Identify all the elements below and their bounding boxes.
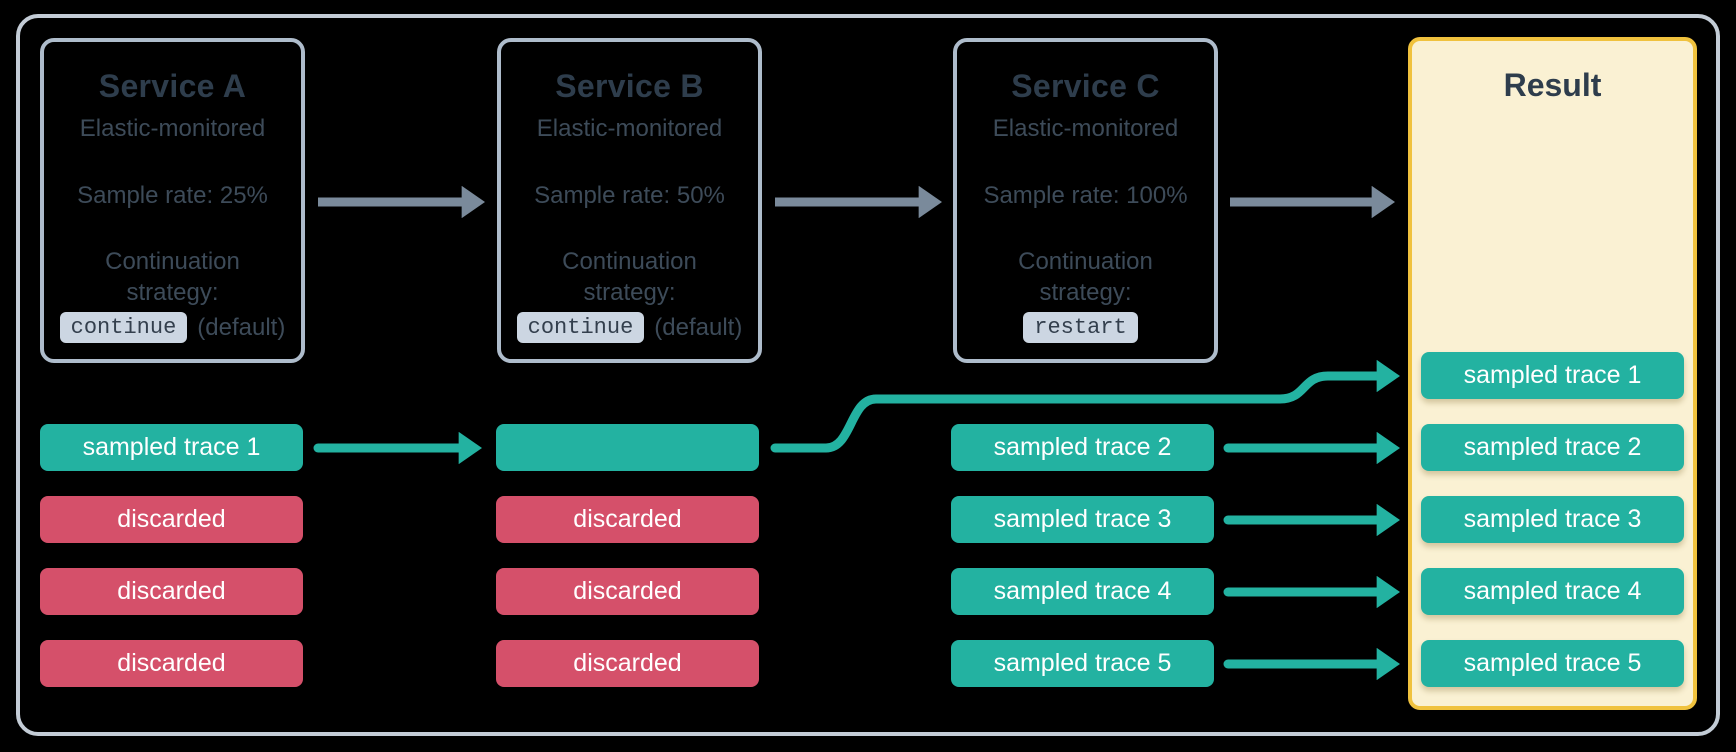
service-c-monitoring: Elastic-monitored bbox=[992, 115, 1179, 142]
service-b-strategy-suffix: (default) bbox=[654, 313, 743, 341]
service-b-trace-pill-1 bbox=[496, 424, 759, 471]
service-b-sample-rate: Sample rate: 50% bbox=[534, 182, 725, 209]
service-a-strategy-row: continue (default) bbox=[44, 312, 301, 343]
service-c-title: Service C bbox=[1011, 68, 1160, 104]
service-b-title: Service B bbox=[555, 68, 704, 104]
result-trace-pill-3: sampled trace 3 bbox=[1421, 496, 1684, 543]
result-box: Result sampled trace 1 sampled trace 2 s… bbox=[1408, 37, 1697, 710]
service-a-trace-pill-4: discarded bbox=[40, 640, 303, 687]
service-b-strategy-row: continue (default) bbox=[501, 312, 758, 343]
service-b-box: Service B Elastic-monitored Sample rate:… bbox=[497, 38, 762, 363]
service-a-monitoring: Elastic-monitored bbox=[79, 115, 266, 142]
service-a-strategy-suffix: (default) bbox=[197, 313, 286, 341]
service-a-strategy-code-badge: continue bbox=[59, 312, 188, 343]
service-a-box: Service A Elastic-monitored Sample rate:… bbox=[40, 38, 305, 363]
service-c-box: Service C Elastic-monitored Sample rate:… bbox=[953, 38, 1218, 363]
result-trace-pill-4: sampled trace 4 bbox=[1421, 568, 1684, 615]
service-c-trace-pill-1: sampled trace 2 bbox=[951, 424, 1214, 471]
service-a-sample-rate: Sample rate: 25% bbox=[77, 182, 268, 209]
service-b-trace-pill-3: discarded bbox=[496, 568, 759, 615]
service-c-trace-pill-4: sampled trace 5 bbox=[951, 640, 1214, 687]
service-c-sample-rate: Sample rate: 100% bbox=[983, 182, 1188, 209]
result-title: Result bbox=[1503, 67, 1602, 103]
service-c-strategy-code-badge: restart bbox=[1023, 312, 1138, 343]
service-a-trace-pill-3: discarded bbox=[40, 568, 303, 615]
diagram-outer-frame bbox=[16, 14, 1720, 736]
result-trace-pill-1: sampled trace 1 bbox=[1421, 352, 1684, 399]
result-trace-pill-5: sampled trace 5 bbox=[1421, 640, 1684, 687]
service-a-trace-pill-1: sampled trace 1 bbox=[40, 424, 303, 471]
service-c-continuation-label: Continuation strategy: bbox=[1018, 248, 1153, 306]
result-trace-pill-2: sampled trace 2 bbox=[1421, 424, 1684, 471]
service-b-trace-pill-2: discarded bbox=[496, 496, 759, 543]
service-b-monitoring: Elastic-monitored bbox=[536, 115, 723, 142]
service-c-trace-pill-2: sampled trace 3 bbox=[951, 496, 1214, 543]
service-b-strategy-code-badge: continue bbox=[516, 312, 645, 343]
service-b-trace-pill-4: discarded bbox=[496, 640, 759, 687]
service-c-strategy-row: restart bbox=[957, 312, 1214, 343]
service-c-trace-pill-3: sampled trace 4 bbox=[951, 568, 1214, 615]
service-a-continuation-label: Continuation strategy: bbox=[105, 248, 240, 306]
service-b-continuation-label: Continuation strategy: bbox=[562, 248, 697, 306]
service-a-trace-pill-2: discarded bbox=[40, 496, 303, 543]
service-a-title: Service A bbox=[98, 68, 247, 104]
